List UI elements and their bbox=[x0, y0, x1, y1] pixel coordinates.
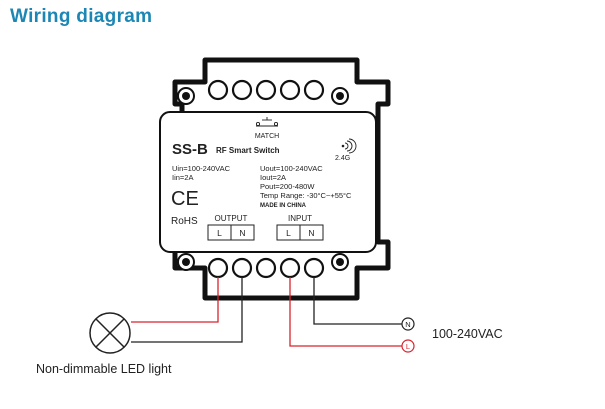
input-neutral-wire bbox=[313, 277, 402, 325]
top-terminal-screws bbox=[207, 79, 325, 101]
label-panel bbox=[159, 111, 377, 253]
supply-neutral-terminal bbox=[401, 317, 415, 331]
supply-live-terminal bbox=[401, 339, 415, 353]
supply-neutral-label: N bbox=[405, 320, 410, 329]
output-live-wire bbox=[131, 277, 219, 323]
output-neutral-wire bbox=[131, 277, 243, 343]
supply-voltage-label: 100-240VAC bbox=[432, 327, 503, 341]
output-l-terminal: L bbox=[217, 228, 222, 238]
input-l-terminal: L bbox=[286, 228, 291, 238]
match-label: MATCH bbox=[255, 133, 279, 140]
wireless-signal-icon bbox=[341, 138, 357, 154]
load-label: Non-dimmable LED light bbox=[36, 362, 172, 376]
output-label: OUTPUT bbox=[215, 214, 248, 223]
match-button bbox=[255, 117, 279, 127]
spec-uout: Uout=100-240VAC bbox=[260, 164, 323, 173]
ce-mark: CE bbox=[171, 188, 199, 210]
output-n-terminal: N bbox=[239, 228, 245, 238]
device-name: RF Smart Switch bbox=[216, 146, 280, 155]
mounting-tab-bottom-left bbox=[177, 253, 195, 271]
mounting-tab-bottom-right bbox=[331, 253, 349, 271]
mounting-tab-top-right bbox=[331, 87, 349, 105]
spec-uin: Uin=100-240VAC bbox=[172, 164, 231, 173]
bottom-terminal-screws bbox=[207, 257, 325, 279]
output-terminal-block bbox=[207, 224, 255, 241]
lamp-icon bbox=[89, 312, 131, 354]
spec-pout: Pout=200-480W bbox=[260, 182, 315, 191]
made-in-label: MADE IN CHINA bbox=[260, 203, 307, 209]
input-n-terminal: N bbox=[308, 228, 314, 238]
mounting-tab-top-left bbox=[177, 87, 195, 105]
spec-iin: Iin=2A bbox=[172, 173, 193, 182]
spec-temp: Temp Range: -30°C~+55°C bbox=[260, 191, 352, 200]
device-model: SS-B bbox=[172, 141, 208, 158]
spec-iout: Iout=2A bbox=[260, 173, 286, 182]
page-title: Wiring diagram bbox=[10, 6, 153, 27]
input-label: INPUT bbox=[288, 214, 312, 223]
supply-live-label: L bbox=[406, 342, 410, 351]
frequency-label: 2.4G bbox=[335, 155, 350, 162]
input-live-wire bbox=[289, 277, 402, 347]
rohs-mark: RoHS bbox=[171, 216, 198, 227]
input-terminal-block bbox=[276, 224, 324, 241]
